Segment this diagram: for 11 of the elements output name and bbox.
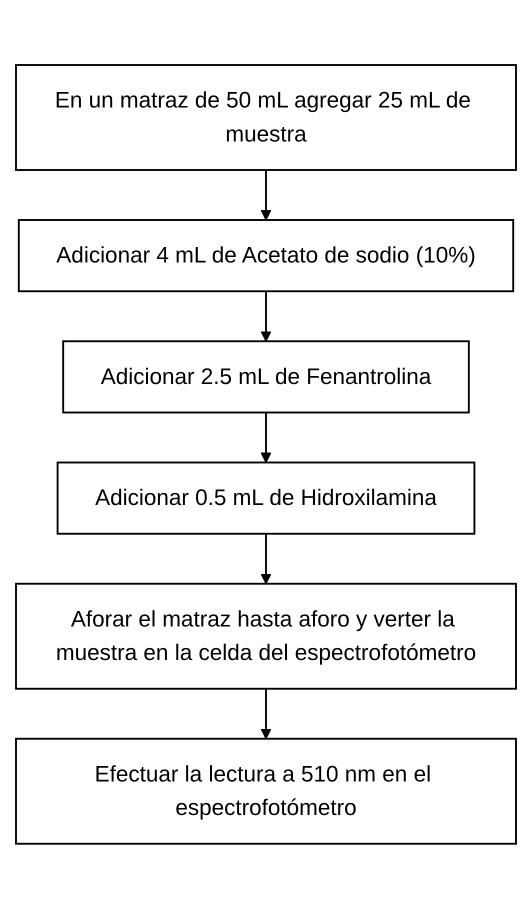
arrow (260, 291, 272, 342)
node-box: Adicionar 2.5 mL de Fenantrolina (62, 340, 470, 414)
arrow (260, 534, 272, 584)
node-box: Adicionar 0.5 mL de Hidroxilamina (56, 462, 476, 535)
arrow (260, 412, 272, 464)
arrow (260, 170, 272, 221)
node-box: Aforar el matraz hasta aforo y verter la muestra en la celda del espectrofotómetro (15, 582, 517, 690)
node-box: En un matraz de 50 mL agregar 25 mL de muestra (15, 64, 517, 172)
arrow (260, 688, 272, 740)
node-box: Adicionar 4 mL de Acetato de sodio (10%) (18, 219, 514, 292)
node-box: Efectuar la lectura a 510 nm en el espectrofotómetro (15, 738, 517, 845)
